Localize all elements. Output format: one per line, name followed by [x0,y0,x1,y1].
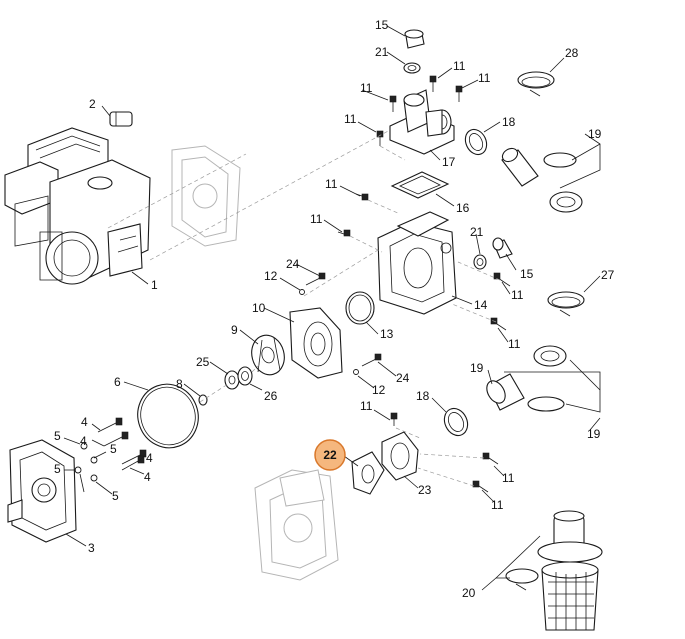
clamp-part-28 [517,71,555,97]
gasket-part-6 [137,383,199,449]
bolt-part-11-f [337,229,351,237]
label-15-top[interactable]: 15 [375,18,389,32]
seal-part-26 [237,366,253,386]
label-5[interactable]: 5 [110,442,117,456]
label-10[interactable]: 10 [252,301,266,315]
bolt-part-11-i [390,412,398,426]
bolt-part-11-j [482,452,499,465]
label-8[interactable]: 8 [176,377,183,391]
engine-part-1 [4,127,151,285]
leader-lines [63,25,601,591]
label-11[interactable]: 11 [478,71,491,85]
strainer-part-20 [505,510,603,631]
cap-part-15-top [404,29,425,49]
label-11[interactable]: 11 [344,112,357,126]
label-19-upper[interactable]: 19 [588,127,602,141]
label-14[interactable]: 14 [474,298,488,312]
flange-part-23 [381,431,419,481]
label-19-lower[interactable]: 19 [470,361,484,375]
bracket-part-3 [7,439,77,543]
washer-part-21-side [473,254,487,270]
ghost-pump-housing-bottom [254,469,339,581]
label-11[interactable]: 11 [310,212,323,226]
label-26[interactable]: 26 [264,389,278,403]
bolt-part-4-b [103,431,129,447]
label-11[interactable]: 11 [360,81,373,95]
label-5[interactable]: 5 [54,429,61,443]
label-27[interactable]: 27 [601,268,615,282]
volute-part-10 [289,307,343,379]
bolt-part-4-a [97,417,123,433]
part-2 [109,111,133,127]
label-4[interactable]: 4 [144,470,151,484]
bolt-part-11-c [389,95,397,112]
impeller-part-9 [251,334,285,376]
label-21-top[interactable]: 21 [375,45,389,59]
gasket-part-16 [390,171,450,199]
stud-part-12-upper [299,289,305,295]
label-24-lower[interactable]: 24 [396,371,410,385]
label-19-bottom[interactable]: 19 [587,427,601,441]
label-28[interactable]: 28 [565,46,579,60]
washer-part-21-top [403,62,421,74]
label-9[interactable]: 9 [231,323,238,337]
bolt-part-24-upper [305,272,326,286]
label-21-side[interactable]: 21 [470,225,484,239]
plate-part-22 [351,451,385,495]
label-3[interactable]: 3 [88,541,95,555]
nut-part-5-a [80,442,88,450]
label-1[interactable]: 1 [151,278,158,292]
bolt-part-11-g [493,272,511,287]
gasket-part-18-upper [464,128,488,156]
bolt-part-11-d [376,130,384,146]
oring-part-13 [345,291,375,325]
label-11[interactable]: 11 [502,471,515,485]
hose-fitting-part-19-upper [501,147,583,213]
label-2[interactable]: 2 [89,97,96,111]
label-23[interactable]: 23 [418,483,432,497]
highlight-label: 22 [323,448,337,462]
hose-fitting-part-19-lower [486,345,567,412]
part-labels: 15 21 11 11 28 11 11 18 19 17 2 11 16 11… [54,18,615,600]
label-24-upper[interactable]: 24 [286,257,300,271]
label-18-upper[interactable]: 18 [502,115,516,129]
label-5[interactable]: 5 [112,489,119,503]
bolt-part-11-b [455,85,463,102]
ghost-engine-housing-top [171,145,241,247]
label-11[interactable]: 11 [511,288,524,302]
label-13[interactable]: 13 [380,327,394,341]
label-12-upper[interactable]: 12 [264,269,278,283]
label-25[interactable]: 25 [196,355,210,369]
gasket-part-18-lower [443,407,469,437]
label-11[interactable]: 11 [491,498,504,512]
label-5[interactable]: 5 [54,462,61,476]
label-12-lower[interactable]: 12 [372,383,386,397]
bolt-part-24-lower [361,353,382,367]
clamp-part-27 [547,291,585,317]
label-17[interactable]: 17 [442,155,456,169]
label-4[interactable]: 4 [146,451,153,465]
label-18-lower[interactable]: 18 [416,389,430,403]
label-4[interactable]: 4 [81,415,88,429]
pump-housing-part-14 [377,211,457,315]
label-15-side[interactable]: 15 [520,267,534,281]
label-4[interactable]: 4 [80,434,87,448]
stud-part-12-lower [353,369,359,375]
label-6[interactable]: 6 [114,375,121,389]
assembly-lines [107,129,501,487]
bolt-part-11-k [472,480,489,493]
bolt-part-11-a [429,75,437,92]
nut-part-5-d [90,474,98,482]
label-11[interactable]: 11 [508,337,521,351]
label-11[interactable]: 11 [325,177,338,191]
label-11[interactable]: 11 [453,59,466,73]
highlight-marker-part-22[interactable]: 22 [314,439,346,471]
cap-part-15-side [492,237,513,259]
label-20[interactable]: 20 [462,586,476,600]
manifold-part-17 [389,89,455,155]
label-11[interactable]: 11 [360,399,373,413]
nut-part-5-b [90,456,98,464]
label-16[interactable]: 16 [456,201,470,215]
